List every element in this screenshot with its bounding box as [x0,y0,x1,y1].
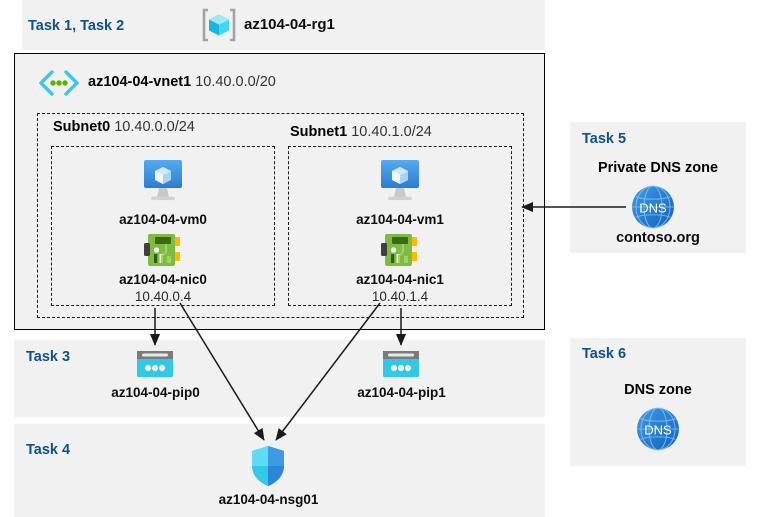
virtual-network-icon [38,70,80,96]
virtual-machine-icon [137,158,189,204]
virtual-machine-icon [374,158,426,204]
task-label-1-2: Task 1, Task 2 [28,18,125,34]
subnet1-cidr: 10.40.1.0/24 [351,124,432,140]
network-security-group-icon [249,444,287,488]
dns-zone-icon: DNS [630,184,676,230]
pip0-label: az104-04-pip0 [111,385,200,400]
vnet-container [14,53,545,330]
dns-zone-title: DNS zone [624,382,692,398]
pip1-label: az104-04-pip1 [357,385,446,400]
nsg-label: az104-04-nsg01 [218,492,319,507]
vm0-label: az104-04-vm0 [119,212,207,227]
svg-text:DNS: DNS [639,201,667,216]
vnet-heading: az104-04-vnet1 10.40.0.0/20 [88,74,276,90]
subnet1-name: Subnet1 [290,124,348,140]
subnet0-heading: Subnet0 10.40.0.0/24 [53,119,195,135]
subnet0-inner-boundary [51,146,275,306]
nic1-label: az104-04-nic1 [356,272,444,287]
nic1-ip: 10.40.1.4 [371,289,429,304]
vm1-label: az104-04-vm1 [356,212,444,227]
subnet0-cidr: 10.40.0.0/24 [114,119,195,135]
resource-group-header-panel [22,0,545,50]
network-interface-icon [379,232,421,270]
resource-group-icon [201,7,237,43]
resource-group-name: az104-04-rg1 [244,16,335,33]
task-label-6: Task 6 [582,346,627,362]
network-interface-icon [142,232,184,270]
task-label-5: Task 5 [582,131,627,147]
subnet1-inner-boundary [288,146,512,306]
public-ip-panel [14,340,545,417]
subnet0-name: Subnet0 [53,119,111,135]
vnet-name: az104-04-vnet1 [88,74,192,90]
vnet-cidr: 10.40.0.0/20 [195,74,276,90]
public-ip-address-icon [135,350,175,378]
private-dns-zone-name: contoso.org [616,230,700,246]
public-ip-address-icon [381,350,421,378]
subnet1-heading: Subnet1 10.40.1.0/24 [290,124,432,140]
dns-zone-icon: DNS [635,406,681,452]
nic0-label: az104-04-nic0 [119,272,207,287]
task-label-3: Task 3 [26,349,71,365]
nic0-ip: 10.40.0.4 [134,289,192,304]
private-dns-zone-title: Private DNS zone [597,160,719,176]
svg-text:DNS: DNS [644,423,672,438]
task-label-4: Task 4 [26,442,71,458]
